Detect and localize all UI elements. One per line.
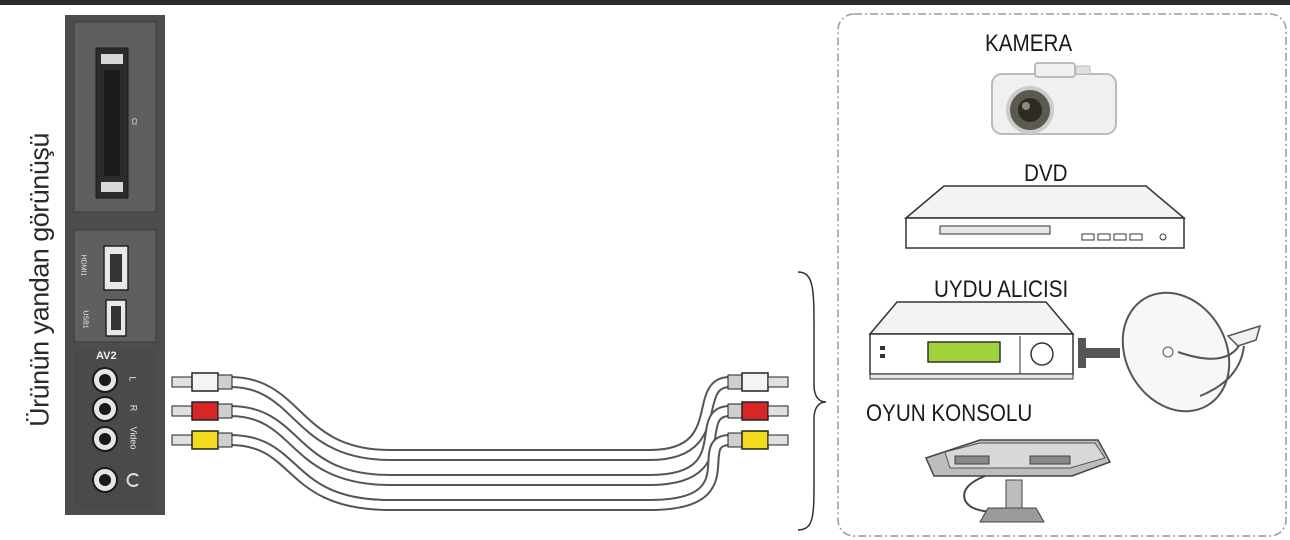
satellite-receiver-label: UYDU ALICISI: [934, 276, 1069, 303]
rca-jack-r: [92, 396, 118, 422]
right-plug-yellow: [727, 430, 789, 450]
ci-slot: [95, 47, 129, 199]
av-cables: [224, 376, 736, 511]
top-border: [0, 0, 1290, 5]
rca-jack-video: [92, 426, 118, 452]
headphone-jack: [92, 467, 139, 493]
ci-label: CI: [130, 118, 137, 125]
l-channel-label: L: [127, 376, 138, 382]
right-plug-red: [727, 401, 789, 421]
camera-label: KAMERA: [985, 30, 1073, 57]
satellite-dish-icon: [1078, 291, 1262, 413]
dvd-illustration: [903, 185, 1187, 249]
hdmi-label: HDMI1: [79, 254, 87, 277]
brace: [797, 271, 827, 531]
r-channel-label: R: [128, 404, 139, 412]
usb-label: USB1: [81, 310, 89, 329]
game-console-illustration: [924, 439, 1112, 523]
left-plug-white: [171, 372, 233, 392]
dvd-label: DVD: [1024, 160, 1068, 187]
game-console-label: OYUN KONSOLU: [866, 400, 1033, 427]
side-view-label: Ürünün yandan görünüşü: [24, 133, 55, 427]
video-label: Video: [128, 426, 139, 450]
left-plug-red: [171, 401, 233, 421]
device-group-frame: [837, 13, 1287, 537]
right-plug-white: [727, 372, 789, 392]
av2-label: AV2: [96, 350, 117, 362]
usb-port: [105, 299, 127, 337]
rca-jack-l: [92, 367, 118, 393]
satellite-receiver-illustration: [868, 301, 1075, 380]
camera-illustration: [991, 62, 1117, 135]
hdmi-port: [103, 245, 129, 291]
left-plug-yellow: [171, 430, 233, 450]
